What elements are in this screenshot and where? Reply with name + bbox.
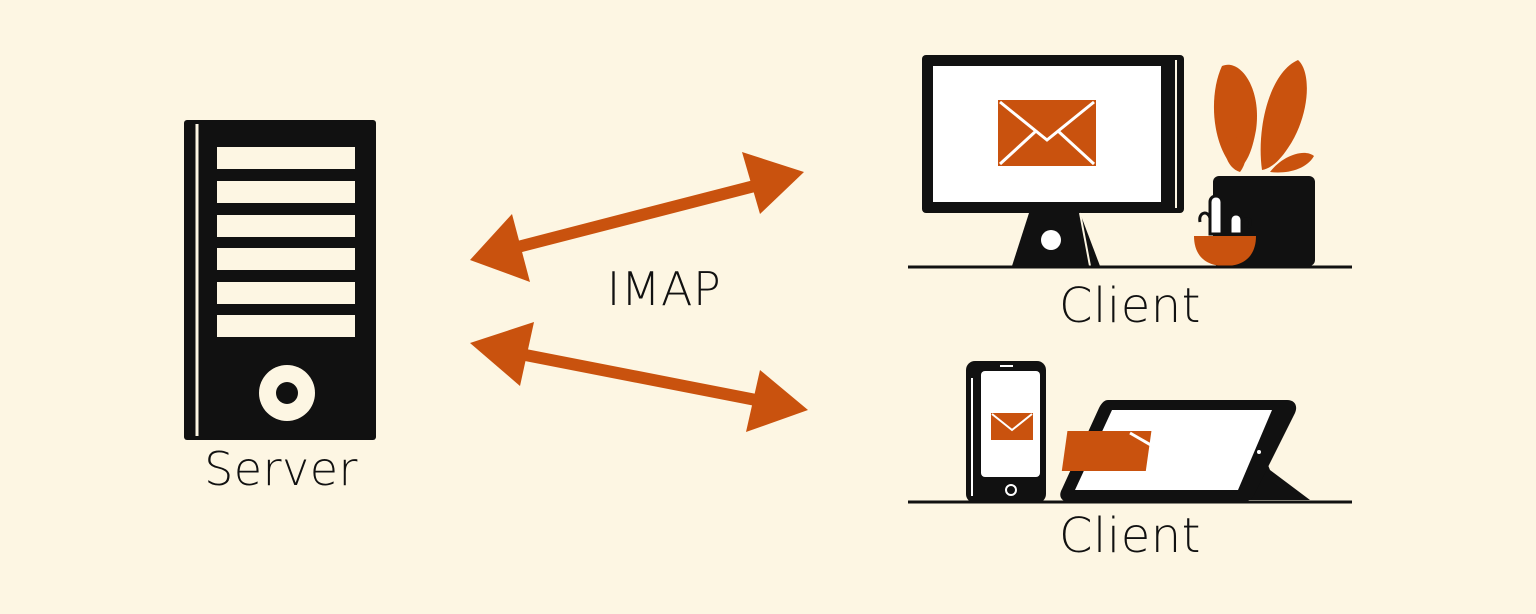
- protocol-label: IMAP: [606, 262, 722, 316]
- cactus-icon: [1194, 194, 1256, 266]
- client-label-top: Client: [1059, 278, 1201, 334]
- envelope-icon: [998, 100, 1096, 166]
- arrow-bottom: [470, 322, 808, 432]
- server-drive-bays: [217, 147, 355, 337]
- smartphone-icon: [966, 361, 1046, 503]
- server-tower-icon: [184, 120, 376, 440]
- server-label: Server: [204, 442, 358, 496]
- client-label-bottom: Client: [1059, 508, 1201, 564]
- potted-plant-icon: [1213, 60, 1315, 266]
- tablet-envelope-icon: [1061, 431, 1152, 471]
- arrow-top: [470, 152, 804, 282]
- phone-envelope-icon: [991, 413, 1033, 440]
- tablet-icon: [1060, 400, 1310, 502]
